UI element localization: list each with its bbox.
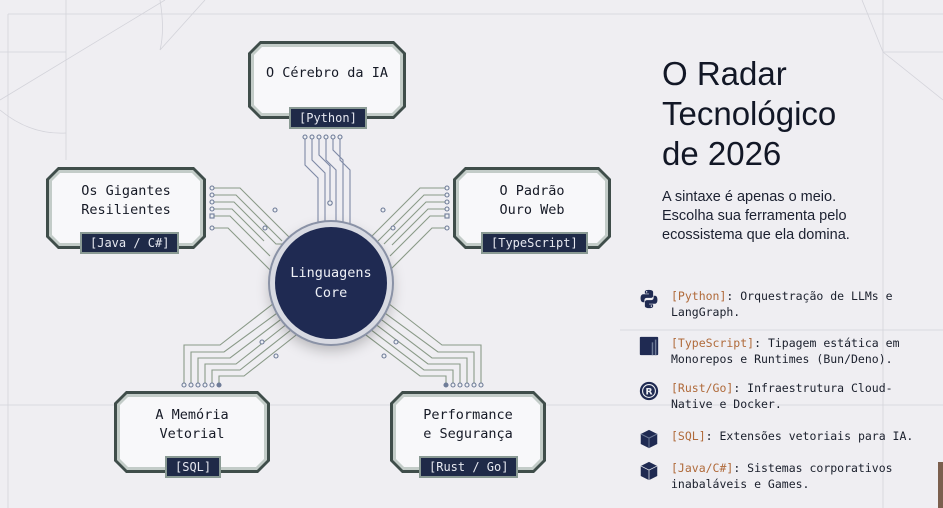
node-vector-tag: [SQL] — [165, 456, 222, 478]
page-title: O Radar Tecnológico de 2026 — [662, 55, 837, 172]
node-web-title: O Padrão Ouro Web — [499, 183, 565, 218]
python-icon — [640, 289, 658, 309]
legend-item-java: [Java/C#]: Sistemas corporativos inabalá… — [638, 460, 893, 492]
legend-key-java: [Java/C#] — [671, 461, 734, 475]
legend-desc-sql: : Extensões vetoriais para IA. — [705, 429, 914, 443]
node-performance-tag: [Rust / Go] — [419, 456, 519, 478]
legend-item-sql: [SQL]: Extensões vetoriais para IA. — [638, 428, 913, 450]
edge-marker — [938, 462, 943, 508]
legend-key-python: [Python] — [671, 289, 727, 303]
legend-desc-java: : Sistemas corporativos inabaláveis e Ga… — [671, 461, 893, 491]
legend-key-typescript: [TypeScript] — [671, 336, 755, 350]
node-vector-title: A Memória Vetorial — [155, 407, 229, 442]
node-web-tag: [TypeScript] — [481, 232, 588, 254]
legend-item-typescript: [TypeScript]: Tipagem estática em Monore… — [638, 335, 900, 367]
legend-item-rust: R [Rust/Go]: Infraestrutura Cloud- Nativ… — [638, 380, 893, 412]
node-enterprise-tag: [Java / C#] — [80, 232, 180, 254]
core-hub: Linguagens Core — [270, 222, 392, 344]
legend-desc-typescript: : Tipagem estática em Monorepos e Runtim… — [671, 336, 900, 366]
node-ia-title: O Cérebro da IA — [266, 64, 388, 81]
page-subtitle: A sintaxe é apenas o meio. Escolha sua f… — [662, 189, 850, 243]
typescript-icon — [639, 336, 659, 356]
rust-icon: R — [639, 381, 659, 401]
legend-item-python: [Python]: Orquestração de LLMs e LangGra… — [638, 288, 893, 320]
core-label: Linguagens Core — [290, 265, 372, 301]
svg-text:R: R — [645, 387, 652, 398]
legend-desc-rust: : Infraestrutura Cloud- Native e Docker. — [671, 381, 893, 411]
legend-desc-python: : Orquestração de LLMs e LangGraph. — [671, 289, 893, 319]
legend-key-sql: [SQL] — [671, 429, 706, 443]
legend-key-rust: [Rust/Go] — [671, 381, 734, 395]
database-cube-icon — [640, 429, 658, 449]
node-enterprise-title: Os Gigantes Resilientes — [81, 183, 171, 218]
cube-icon — [640, 461, 658, 481]
node-ia-tag: [Python] — [289, 107, 367, 129]
node-performance-title: Performance e Segurança — [423, 407, 513, 442]
